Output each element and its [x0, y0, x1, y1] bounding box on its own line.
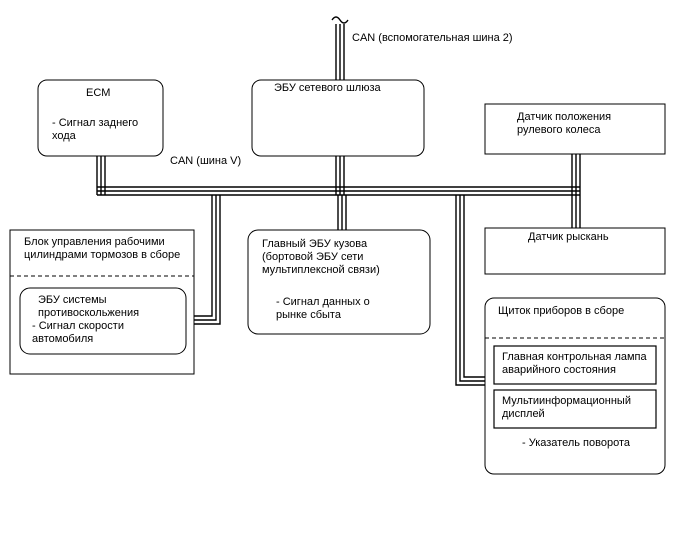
abs-ecu-box — [19, 287, 187, 355]
steering-sensor-box — [484, 103, 666, 155]
steering-sensor-title: Датчик положения рулевого колеса — [517, 111, 612, 136]
ecm-text: - Сигнал заднего хода — [52, 117, 139, 142]
body-ecu-text: - Сигнал данных о рынке сбыта — [276, 296, 370, 321]
abs-ecu-title: ЭБУ системы противоскольжения — [38, 294, 140, 319]
ecm-title: ECM — [86, 87, 111, 99]
yaw-sensor-title: Датчик рыскань — [528, 231, 609, 243]
multi-display-label: Мультиинформационный дисплей — [502, 395, 631, 420]
gateway-box — [251, 79, 425, 157]
instrument-cluster-box — [484, 297, 666, 475]
can-aux2-label: CAN (вспомогательная шина 2) — [352, 32, 513, 44]
instrument-cluster-title: Щиток приборов в сборе — [498, 305, 625, 317]
warning-lamp-label: Главная контрольная лампа аварийного сос… — [502, 351, 647, 376]
brake-block-title: Блок управления рабочими цилиндрами торм… — [24, 236, 181, 261]
ecm-box — [37, 79, 164, 157]
turn-indicator-label: - Указатель поворота — [522, 437, 630, 449]
multi-display-box — [493, 389, 657, 429]
body-ecu-box — [247, 229, 431, 335]
yaw-sensor-box — [484, 227, 666, 275]
can-v-label: CAN (шина V) — [170, 155, 242, 167]
warning-lamp-box — [493, 345, 657, 385]
body-ecu-title: Главный ЭБУ кузова (бортовой ЭБУ сети му… — [262, 238, 380, 276]
gateway-title: ЭБУ сетевого шлюза — [274, 82, 381, 94]
abs-ecu-text: - Сигнал скорости автомобиля — [32, 320, 124, 345]
